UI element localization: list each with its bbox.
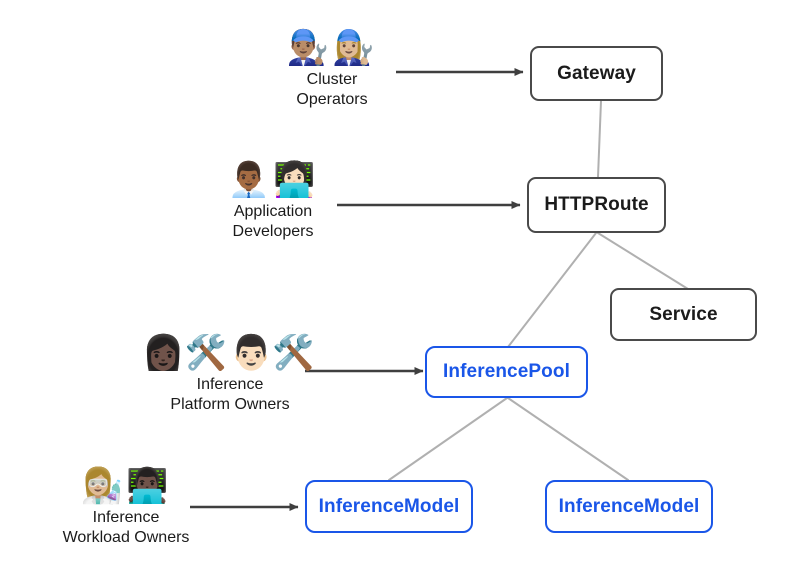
woman-scientist-icon: 👩🏼‍🔬👨🏿‍💻 — [80, 466, 172, 506]
persona-label-line1: Cluster — [306, 71, 358, 88]
node-inferencepool-label: InferencePool — [443, 361, 570, 382]
woman-construction-worker-icon: 👩🏿‍🛠️👨🏻‍🛠️ — [142, 333, 318, 373]
man-mechanic-icon: 👨🏽‍🔧👩🏼‍🔧 — [286, 28, 378, 68]
persona-label-line2: Operators — [296, 91, 368, 108]
node-inferencemodel-left-label: InferenceModel — [318, 495, 460, 517]
node-httproute[interactable]: HTTPRoute — [527, 177, 666, 233]
persona-label-line1: Inference — [92, 509, 160, 526]
node-inferencepool[interactable]: InferencePool — [425, 346, 588, 398]
persona-cluster-operators: 👨🏽‍🔧👩🏼‍🔧 Cluster Operators — [222, 28, 442, 110]
persona-label: Inference Platform Owners — [170, 375, 289, 415]
persona-label: Application Developers — [233, 202, 314, 242]
persona-application-developers: 👨🏾‍💼👩🏻‍💻 Application Developers — [163, 160, 383, 242]
edge-inferencepool-inferencemodel-right — [507, 397, 629, 481]
edge-inferencepool-inferencemodel-left — [388, 397, 508, 481]
node-inferencemodel-right-label: InferenceModel — [558, 495, 700, 517]
node-inferencemodel-left[interactable]: InferenceModel — [305, 480, 473, 533]
persona-label-line1: Inference — [196, 376, 264, 393]
node-service[interactable]: Service — [610, 288, 757, 341]
persona-label: Cluster Operators — [296, 70, 367, 110]
persona-label-line2: Platform Owners — [170, 396, 290, 413]
persona-label-line2: Developers — [232, 223, 314, 240]
node-gateway[interactable]: Gateway — [530, 46, 663, 101]
persona-label-line2: Workload Owners — [62, 529, 190, 546]
persona-inference-platform-owners: 👩🏿‍🛠️👨🏻‍🛠️ Inference Platform Owners — [120, 333, 340, 415]
persona-label: Inference Workload Owners — [63, 508, 190, 548]
node-gateway-label: Gateway — [557, 62, 636, 84]
persona-inference-workload-owners: 👩🏼‍🔬👨🏿‍💻 Inference Workload Owners — [16, 466, 236, 548]
man-office-worker-icon: 👨🏾‍💼👩🏻‍💻 — [227, 160, 319, 200]
edge-gateway-httproute — [597, 100, 602, 178]
node-inferencemodel-right[interactable]: InferenceModel — [545, 480, 713, 533]
edge-httproute-inferencepool — [507, 232, 597, 348]
node-service-label: Service — [649, 303, 718, 325]
persona-label-line1: Application — [233, 203, 313, 220]
edge-httproute-service — [597, 232, 689, 290]
node-httproute-label: HTTPRoute — [544, 194, 649, 215]
